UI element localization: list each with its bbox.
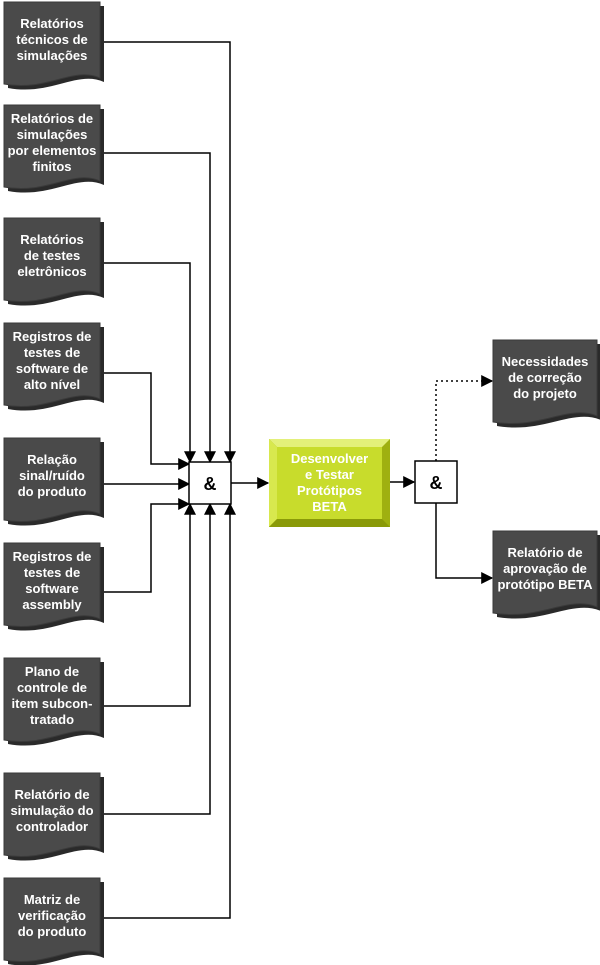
doc-label-line: do projeto bbox=[513, 386, 577, 401]
doc-label-line: Relatórios bbox=[20, 232, 84, 247]
connector-to-out2 bbox=[435, 503, 494, 584]
doc-label-line: controlador bbox=[16, 819, 88, 834]
doc-label-line: Necessidades bbox=[502, 354, 589, 369]
doc-label-line: simulações bbox=[17, 127, 88, 142]
doc-label-line: simulações bbox=[17, 48, 88, 63]
process-label-line: BETA bbox=[312, 499, 347, 514]
doc-shape bbox=[3, 217, 101, 302]
doc-label-line: de correção bbox=[508, 370, 582, 385]
process-bevel-left bbox=[269, 439, 277, 527]
doc-shape bbox=[492, 339, 598, 424]
process-label-line: Protótipos bbox=[297, 483, 362, 498]
junction-in: & bbox=[188, 461, 232, 505]
connector-to-out1 bbox=[435, 375, 494, 461]
doc-label-line: alto nível bbox=[24, 377, 80, 392]
doc-shape bbox=[492, 530, 598, 615]
connector-in8 bbox=[104, 502, 216, 815]
doc-shape bbox=[3, 322, 101, 407]
connector-in6 bbox=[104, 498, 191, 593]
doc-label-line: Matriz de bbox=[24, 892, 80, 907]
doc-label-line: Registros de bbox=[13, 329, 92, 344]
doc-label-line: testes de bbox=[24, 345, 80, 360]
connector-in4 bbox=[104, 372, 191, 470]
junction-in-box bbox=[188, 461, 232, 505]
doc-label-line: Plano de bbox=[25, 664, 79, 679]
doc-label-line: aprovação de bbox=[503, 561, 587, 576]
doc-label-line: assembly bbox=[22, 597, 82, 612]
doc-label-line: Relação bbox=[27, 452, 77, 467]
process-bevel-bottom bbox=[269, 519, 390, 527]
junctions: && bbox=[188, 460, 458, 505]
junction-out: & bbox=[414, 460, 458, 504]
process-face bbox=[277, 447, 382, 519]
doc-shape bbox=[3, 104, 101, 189]
doc-label-line: Relatórios de bbox=[11, 111, 93, 126]
doc-label-line: tratado bbox=[30, 712, 74, 727]
doc-shape bbox=[3, 772, 101, 857]
junction-out-box bbox=[414, 460, 458, 504]
doc-label-line: de testes bbox=[24, 248, 80, 263]
junction-out-label: & bbox=[430, 473, 443, 493]
doc-shape bbox=[3, 1, 101, 86]
doc-label-line: Registros de bbox=[13, 549, 92, 564]
process-bevel-top bbox=[269, 439, 390, 447]
connector-in7 bbox=[104, 502, 196, 707]
process-label-line: Desenvolver bbox=[291, 451, 368, 466]
doc-label-line: testes de bbox=[24, 565, 80, 580]
doc-label-line: técnicos de bbox=[16, 32, 88, 47]
doc-shape bbox=[3, 657, 101, 742]
doc-label-line: controle de bbox=[17, 680, 87, 695]
connector-in3 bbox=[104, 262, 196, 464]
connector-in2 bbox=[104, 152, 216, 464]
doc-label-line: eletrônicos bbox=[17, 264, 86, 279]
doc-label-line: por elementos bbox=[8, 143, 97, 158]
doc-label-line: software bbox=[25, 581, 78, 596]
process-label-line: e Testar bbox=[305, 467, 354, 482]
doc-label-line: do produto bbox=[18, 484, 87, 499]
doc-shape bbox=[3, 542, 101, 627]
doc-shape bbox=[3, 877, 101, 962]
doc-label-line: Relatório de bbox=[507, 545, 582, 560]
doc-label-line: Relatório de bbox=[14, 787, 89, 802]
junction-in-label: & bbox=[204, 474, 217, 494]
doc-label-line: sinal/ruído bbox=[19, 468, 85, 483]
doc-label-line: finitos bbox=[33, 159, 72, 174]
doc-label-line: do produto bbox=[18, 924, 87, 939]
connector-in1 bbox=[104, 41, 236, 464]
doc-label-line: verificação bbox=[18, 908, 86, 923]
connectors bbox=[104, 41, 494, 919]
doc-label-line: Relatórios bbox=[20, 16, 84, 31]
doc-label-line: software de bbox=[16, 361, 88, 376]
doc-label-line: simulação do bbox=[10, 803, 93, 818]
connector-in9 bbox=[104, 502, 236, 919]
doc-label-line: item subcon- bbox=[12, 696, 93, 711]
doc-label-line: protótipo BETA bbox=[497, 577, 593, 592]
doc-shape bbox=[3, 437, 101, 522]
